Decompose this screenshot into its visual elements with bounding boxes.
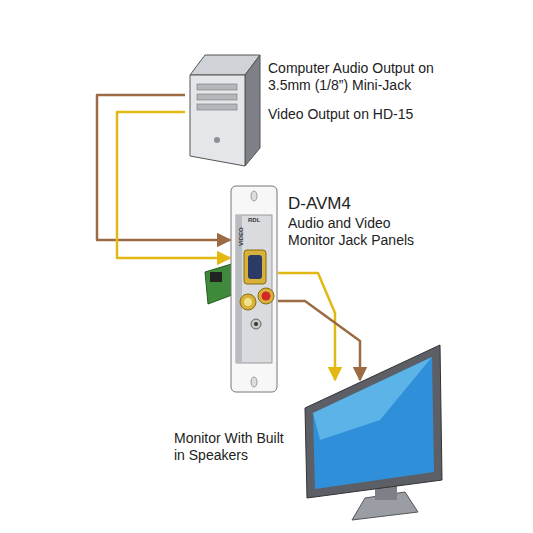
node-heading: Computer Audio Output on 3.5mm (1/8”) Mi… <box>268 60 453 94</box>
terminal-block <box>210 272 222 282</box>
computer-tower <box>190 55 260 166</box>
panel-marking: VIDEO <box>238 227 245 246</box>
cable <box>278 301 360 380</box>
wall-plate <box>231 186 277 392</box>
monitor-node: Monitor With Built in Speakers <box>300 380 445 520</box>
cable <box>117 112 230 258</box>
node-text: Audio and Video Monitor Jack Panels <box>288 215 428 249</box>
node-text: Video Output on HD-15 <box>268 106 453 123</box>
cable <box>278 273 335 380</box>
jack-panel-node: D-AVM4Audio and Video Monitor Jack Panel… <box>230 185 278 393</box>
panel-marking: RDL <box>248 217 260 224</box>
node-heading: Monitor With Built in Speakers <box>174 430 292 464</box>
node-heading: D-AVM4 <box>288 193 438 214</box>
monitor <box>305 345 442 520</box>
computer-node: Computer Audio Output on 3.5mm (1/8”) Mi… <box>185 50 262 168</box>
